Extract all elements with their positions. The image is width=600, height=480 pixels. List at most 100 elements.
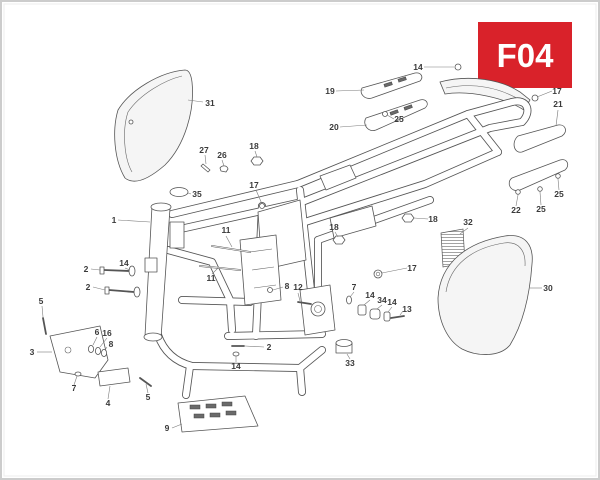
rear-bracket-upper bbox=[513, 94, 566, 153]
part-callout: 14 bbox=[231, 356, 241, 371]
grab-rail-bolt bbox=[382, 111, 388, 117]
part-number-label: 5 bbox=[146, 392, 151, 402]
pivot-spacer bbox=[369, 308, 381, 320]
leader-line bbox=[555, 109, 559, 127]
part-number-label: 20 bbox=[329, 122, 339, 132]
left-side-cover bbox=[114, 69, 193, 182]
long-bolt-highlight bbox=[199, 265, 241, 271]
grab-rail-upper-slot bbox=[397, 76, 407, 83]
part-callout: 5 bbox=[39, 296, 44, 318]
engine-mount-plate bbox=[239, 234, 282, 306]
part-callout: 16 bbox=[99, 328, 112, 348]
bracket-spacer bbox=[101, 348, 108, 357]
hex-nut bbox=[332, 235, 346, 245]
leader-line bbox=[92, 336, 98, 346]
leader-line bbox=[254, 150, 258, 158]
rear-bracket-lower-body bbox=[508, 159, 569, 191]
part-number-label: 25 bbox=[536, 204, 546, 214]
footrest-bracket-hole bbox=[64, 346, 72, 354]
part-callout: 27 bbox=[199, 145, 209, 165]
part-number-label: 16 bbox=[102, 328, 112, 338]
part-number-label: 35 bbox=[192, 189, 202, 199]
leader-line bbox=[124, 267, 131, 271]
part-number-label: 17 bbox=[249, 180, 259, 190]
front-mount-bracket bbox=[144, 257, 158, 273]
part-callout: 5 bbox=[145, 383, 151, 402]
part-callout: 8 bbox=[272, 281, 290, 291]
part-number-label: 17 bbox=[552, 86, 562, 96]
leader-line bbox=[41, 305, 44, 318]
part-callout: 30 bbox=[530, 283, 553, 293]
leader-line bbox=[145, 383, 149, 394]
part-callout: 2 bbox=[244, 342, 272, 352]
engine-mount-plate-detail bbox=[249, 248, 277, 289]
rear-bracket-bolt bbox=[515, 189, 521, 195]
leader-line bbox=[187, 192, 192, 195]
leader-line bbox=[459, 227, 469, 235]
front-bolt bbox=[103, 269, 130, 272]
leader-line bbox=[187, 99, 204, 103]
skid-plate-slot bbox=[205, 403, 217, 409]
pivot-bolt bbox=[297, 301, 312, 305]
grab-rail-upper-body bbox=[360, 72, 423, 99]
skid-plate-slot bbox=[209, 412, 221, 418]
part-number-label: 22 bbox=[511, 205, 521, 215]
leader-line bbox=[515, 194, 519, 207]
part-callout: 18 bbox=[249, 141, 259, 158]
part-number-label: 6 bbox=[95, 327, 100, 337]
retaining-clip bbox=[219, 165, 229, 173]
part-number-label: 12 bbox=[293, 282, 303, 292]
part-number-label: 1 bbox=[112, 215, 117, 225]
part-callout: 12 bbox=[293, 282, 303, 302]
steering-head-bottom-collar bbox=[143, 332, 163, 342]
part-number-label: 26 bbox=[217, 150, 227, 160]
part-number-label: 18 bbox=[428, 214, 438, 224]
part-number-label: 21 bbox=[553, 99, 563, 109]
leader-line bbox=[211, 267, 219, 275]
upper-mount-nut bbox=[259, 203, 265, 209]
part-number-label: 25 bbox=[554, 189, 564, 199]
part-number-label: 13 bbox=[402, 304, 412, 314]
bracket-bushing bbox=[95, 346, 102, 355]
part-callout: 31 bbox=[187, 98, 215, 108]
leader-line bbox=[413, 217, 429, 220]
bracket-bolt bbox=[42, 317, 47, 335]
part-callout: 6 bbox=[92, 327, 100, 346]
front-bolt-head bbox=[104, 286, 110, 295]
steering-lock-bracket bbox=[169, 221, 185, 249]
leader-line bbox=[387, 306, 393, 313]
rear-bracket-lower bbox=[508, 159, 569, 195]
part-number-label: 30 bbox=[543, 283, 553, 293]
lower-bracket-bolt bbox=[139, 377, 152, 387]
cradle-leg bbox=[300, 368, 302, 392]
steering-head-top-collar bbox=[150, 202, 172, 212]
leader-line bbox=[557, 178, 560, 191]
part-callout: 34 bbox=[376, 295, 387, 310]
swingarm-pivot-bore bbox=[310, 301, 326, 317]
front-washer bbox=[133, 286, 141, 298]
leader-line bbox=[90, 268, 101, 271]
part-callout: 14 bbox=[363, 290, 375, 306]
part-number-label: 27 bbox=[199, 145, 209, 155]
part-number-label: 3 bbox=[30, 347, 35, 357]
left-side-cover-shell bbox=[114, 69, 193, 182]
part-number-label: 14 bbox=[119, 258, 129, 268]
lower-bracket bbox=[97, 367, 131, 387]
leader-line bbox=[73, 375, 78, 386]
part-callout: 32 bbox=[459, 217, 473, 235]
part-callout: 11 bbox=[207, 267, 219, 283]
leader-line bbox=[297, 292, 301, 302]
rear-grab-rail-upper bbox=[360, 72, 423, 99]
front-bolt bbox=[108, 289, 135, 293]
part-callout: 21 bbox=[553, 99, 563, 127]
part-callout: 18 bbox=[329, 222, 339, 238]
pivot-washer bbox=[346, 295, 352, 305]
part-callout: 14 bbox=[119, 258, 131, 271]
part-number-label: 11 bbox=[207, 273, 216, 283]
leader-line bbox=[221, 159, 225, 167]
right-side-cover bbox=[437, 235, 533, 355]
leader-line bbox=[107, 385, 111, 400]
rear-bracket-bolt bbox=[555, 173, 561, 179]
part-callout: 2 bbox=[86, 282, 106, 292]
rear-bracket-nut bbox=[531, 94, 539, 102]
